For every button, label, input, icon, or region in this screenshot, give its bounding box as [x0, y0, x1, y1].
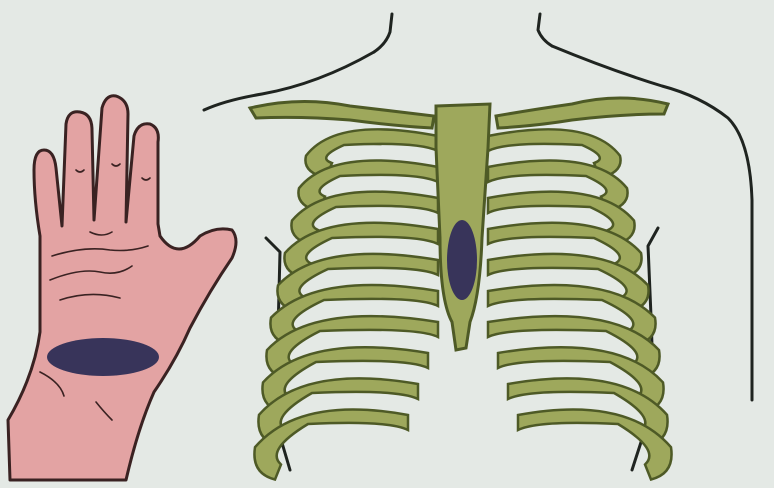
palm-heel-marker [47, 338, 159, 376]
lower-sternum-marker [447, 220, 477, 300]
